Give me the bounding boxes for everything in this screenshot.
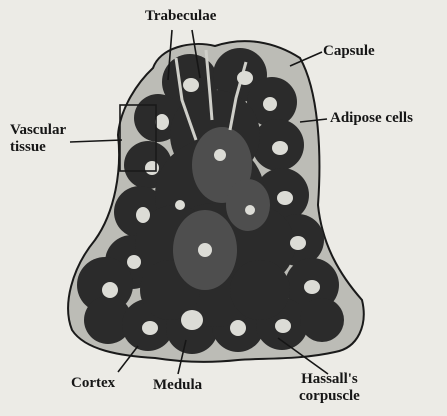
label-hassalls-corpuscle-line2: corpuscle	[299, 388, 360, 405]
label-vascular-tissue: Vascular tissue	[10, 122, 66, 156]
label-medula: Medula	[153, 377, 202, 394]
label-trabeculae: Trabeculae	[145, 8, 216, 25]
label-adipose-cells: Adipose cells	[330, 110, 413, 127]
label-hassalls-corpuscle: Hassall's corpuscle	[299, 371, 360, 405]
label-vascular-tissue-line1: Vascular	[10, 122, 66, 139]
label-cortex: Cortex	[71, 375, 115, 392]
label-vascular-tissue-line2: tissue	[10, 139, 66, 156]
label-hassalls-corpuscle-line1: Hassall's	[299, 371, 360, 388]
label-capsule: Capsule	[323, 43, 375, 60]
